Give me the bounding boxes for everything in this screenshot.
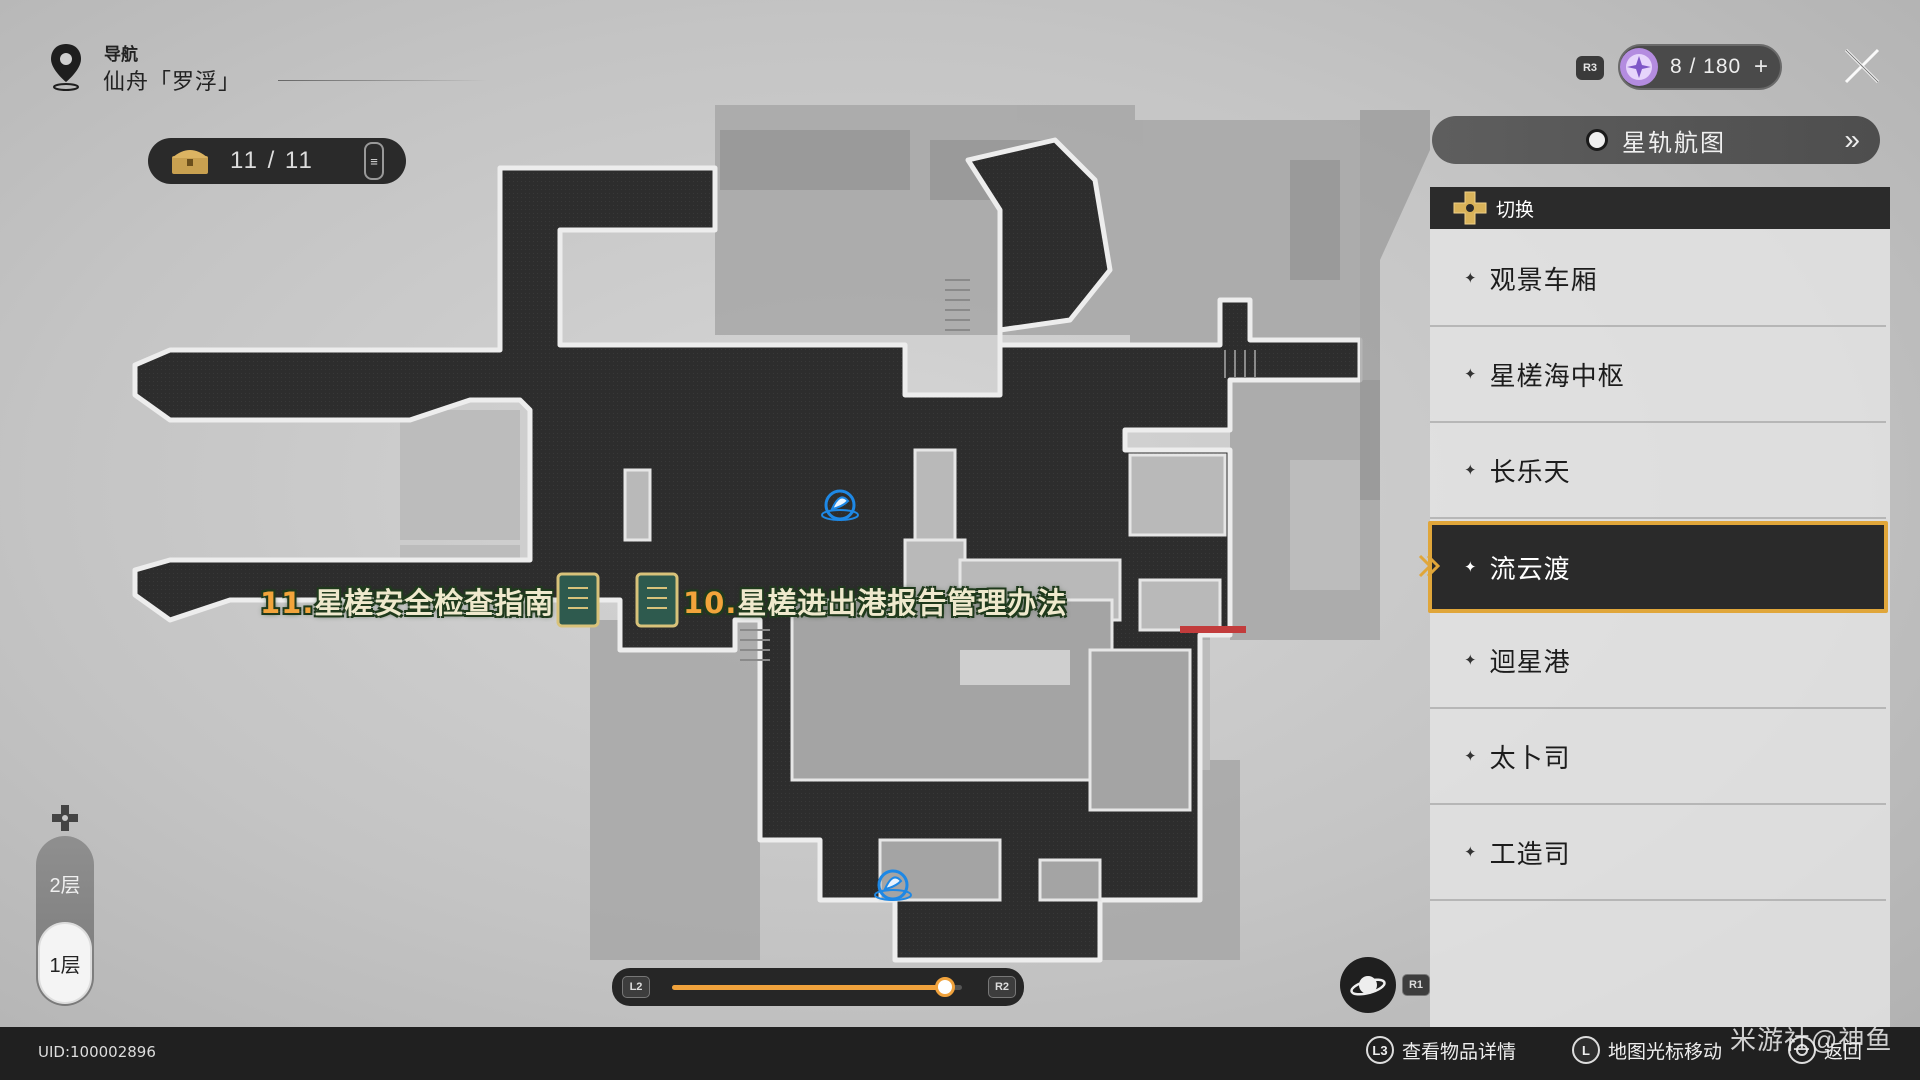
star-rail-map-button[interactable]: 星轨航图 » [1432, 116, 1880, 164]
left-stick-icon: L [1572, 1036, 1600, 1064]
floor-button-lower[interactable]: 1层 [40, 924, 90, 1002]
map-label-10-number: 10. [683, 586, 738, 620]
floor-lower-label: 1层 [49, 954, 81, 977]
map-canvas[interactable] [0, 0, 1920, 1030]
map-label-11-number: 11. [260, 586, 315, 620]
diamond-icon: ✦ [1464, 462, 1478, 479]
selection-arrow-icon [1418, 554, 1440, 578]
diamond-icon: ✦ [1464, 748, 1478, 765]
map-label-10[interactable]: 10.星槎进出港报告管理办法 [683, 580, 1067, 622]
planet-icon [1350, 976, 1386, 996]
nav-location: 仙舟「罗浮」 [103, 69, 242, 94]
hint-item-details-label: 查看物品详情 [1402, 1041, 1517, 1063]
area-item-label: 流云渡 [1489, 553, 1571, 584]
zoom-bar: L2 R2 [612, 968, 1024, 1006]
star-rail-map-label: 星轨航图 [1622, 129, 1726, 157]
circle-button-icon [1788, 1036, 1816, 1064]
trailblaze-power-icon [1620, 48, 1658, 86]
area-item-label: 迴星港 [1489, 646, 1571, 677]
trailblaze-power-value: 8 / 180 [1670, 55, 1742, 78]
nav-title: 导航 [104, 45, 138, 64]
diamond-icon: ✦ [1464, 652, 1478, 669]
watermark: 米游社@神鱼 [1730, 1025, 1893, 1055]
hint-back-label: 返回 [1824, 1041, 1863, 1063]
map-label-11[interactable]: 11.星槎安全检查指南 [260, 580, 554, 622]
dpad-icon [1453, 191, 1487, 225]
l3-stick-icon: L3 [1366, 1036, 1394, 1064]
diamond-icon: ✦ [1464, 366, 1478, 383]
chest-counter[interactable]: 11 / 11 ≡ [148, 138, 406, 184]
teleport-waypoint-icon[interactable] [874, 869, 912, 901]
area-item-divination-commission[interactable]: ✦ 太卜司 [1430, 709, 1886, 805]
r3-button-tag[interactable]: R3 [1576, 56, 1604, 80]
floor-dpad-icon [52, 805, 78, 831]
book-collectible-icon[interactable] [556, 572, 600, 628]
book-collectible-icon[interactable] [635, 572, 679, 628]
floor-upper-label: 2层 [49, 874, 81, 897]
area-item-stargazer-navalia[interactable]: ✦ 迴星港 [1430, 613, 1886, 709]
zoom-slider-fill [672, 985, 945, 990]
world-switch-button[interactable] [1340, 957, 1396, 1013]
bottom-bar: UID:100002896 L3 查看物品详情 L 地图光标移动 返回 [0, 1027, 1920, 1080]
hint-cursor-move-label: 地图光标移动 [1608, 1041, 1723, 1063]
chevron-right-icon: » [1844, 124, 1862, 155]
close-icon[interactable] [1840, 44, 1884, 88]
map-label-10-text: 星槎进出港报告管理办法 [737, 586, 1068, 620]
r1-button-tag[interactable]: R1 [1402, 974, 1430, 996]
area-item-starskiff-haven[interactable]: ✦ 星槎海中枢 [1430, 327, 1886, 423]
area-list-panel: 切换 ✦ 观景车厢 ✦ 星槎海中枢 ✦ 长乐天 ✦ 流云渡 ✦ 迴星港 ✦ 太卜… [1418, 187, 1890, 1027]
map-label-11-text: 星槎安全检查指南 [314, 586, 555, 620]
area-item-label: 星槎海中枢 [1489, 360, 1625, 391]
circle-button-icon [1586, 129, 1608, 151]
nav-divider [278, 80, 488, 81]
hint-back[interactable]: 返回 [1788, 1036, 1862, 1064]
area-item-label: 观景车厢 [1489, 264, 1598, 295]
treasure-chest-icon [172, 150, 208, 174]
chest-count: 11 / 11 [230, 147, 314, 174]
switch-bar[interactable]: 切换 [1430, 187, 1890, 229]
floor-selector: 2层 1层 [36, 836, 94, 1006]
teleport-waypoint-icon[interactable] [821, 489, 859, 521]
area-item-artisanship-commission[interactable]: ✦ 工造司 [1430, 805, 1886, 901]
zoom-in-button[interactable]: R2 [988, 976, 1016, 998]
diamond-icon: ✦ [1464, 559, 1478, 576]
hint-item-details[interactable]: L3 查看物品详情 [1366, 1036, 1516, 1064]
area-item-cloudford[interactable]: ✦ 流云渡 [1428, 521, 1888, 613]
zoom-slider-track[interactable] [672, 977, 962, 997]
area-item-label: 工造司 [1489, 838, 1571, 869]
area-item-label: 太卜司 [1489, 742, 1571, 773]
area-item-eternal-joy[interactable]: ✦ 长乐天 [1430, 423, 1886, 519]
area-item-observation-car[interactable]: ✦ 观景车厢 [1430, 231, 1886, 327]
switch-label: 切换 [1496, 199, 1535, 221]
diamond-icon: ✦ [1464, 270, 1478, 287]
floor-button-upper[interactable]: 2层 [40, 844, 90, 922]
hint-cursor-move[interactable]: L 地图光标移动 [1572, 1036, 1722, 1064]
zoom-slider-knob[interactable] [934, 977, 955, 997]
trailblaze-power-pill[interactable]: 8 / 180 + [1618, 44, 1782, 90]
chest-menu-icon[interactable]: ≡ [364, 142, 384, 180]
navigation-header: 导航 仙舟「罗浮」 [48, 38, 488, 98]
diamond-icon: ✦ [1464, 844, 1478, 861]
area-item-label: 长乐天 [1489, 456, 1571, 487]
add-power-button[interactable]: + [1753, 53, 1768, 80]
zoom-out-button[interactable]: L2 [622, 976, 650, 998]
uid-label: UID:100002896 [38, 1043, 156, 1061]
location-pin-icon [51, 44, 81, 91]
